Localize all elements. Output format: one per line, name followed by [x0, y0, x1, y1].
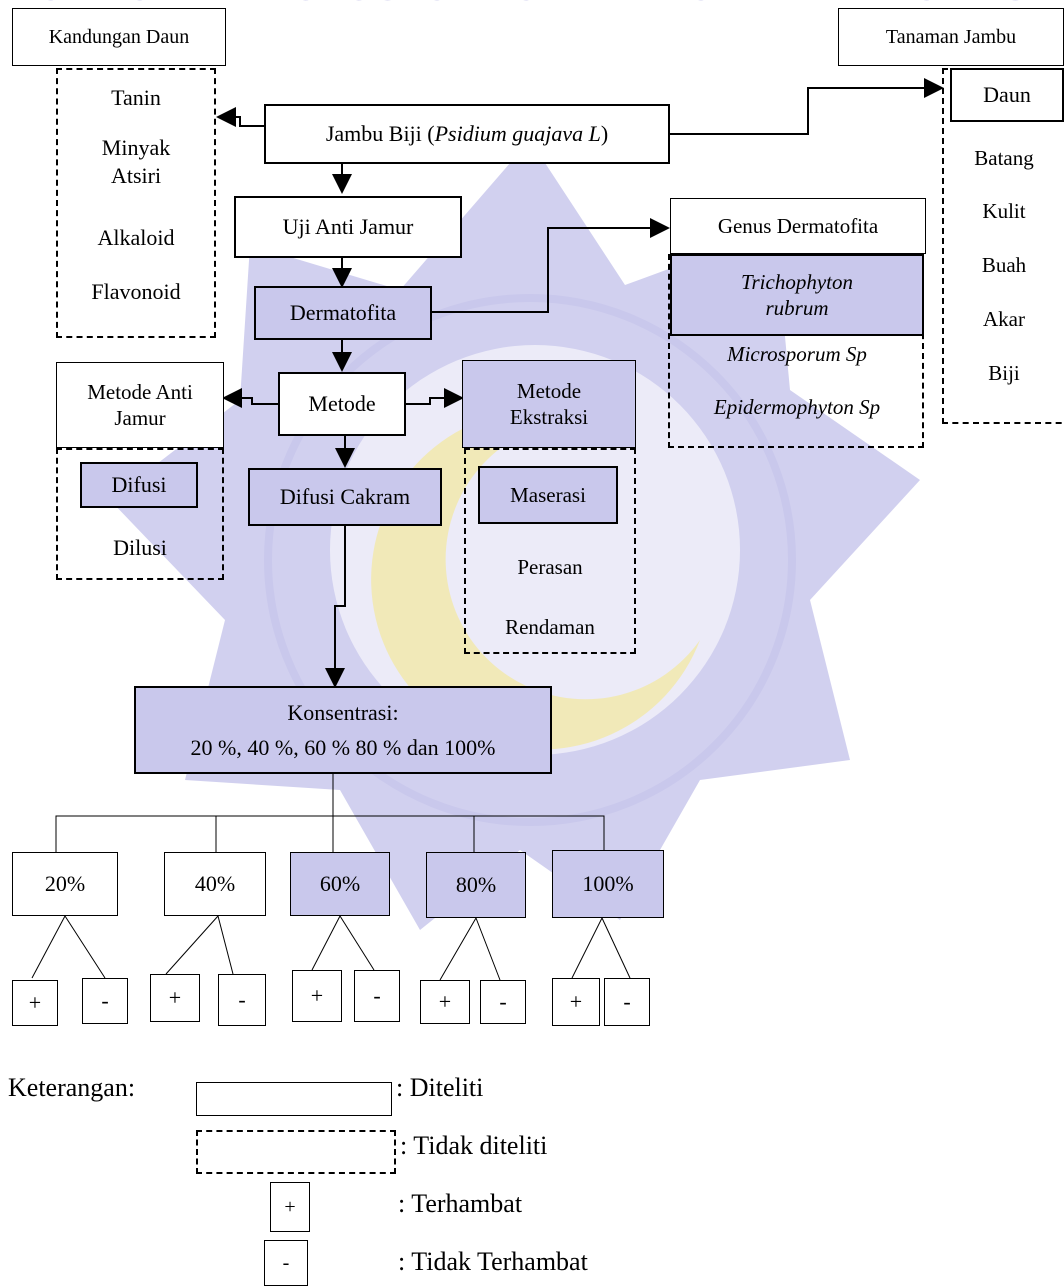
level-text: 60%	[319, 871, 361, 897]
watermark-ring	[264, 294, 796, 826]
metode-ekstraksi-title: Metode Ekstraksi	[462, 360, 636, 448]
konsentrasi-box: Konsentrasi: 20 %, 40 %, 60 % 80 % dan 1…	[134, 686, 552, 774]
result-plus-box: +	[420, 980, 470, 1024]
result-plus-text: +	[168, 985, 182, 1011]
result-minus-text: -	[101, 988, 109, 1014]
tanaman-item: Buah	[981, 253, 1027, 277]
root-prefix: Jambu Biji (	[325, 121, 435, 147]
metode-ekstraksi-selected: Maserasi	[478, 466, 618, 524]
level-box: 20%	[12, 852, 118, 916]
tanaman-selected: Daun	[950, 68, 1064, 122]
kandungan-list	[56, 68, 216, 338]
result-plus-box: +	[150, 974, 200, 1022]
genus-item: Epidermophyton Sp	[713, 395, 881, 419]
tanaman-item: Batang	[974, 146, 1034, 170]
legend-plus-text: : Terhambat	[398, 1189, 523, 1218]
metode-anti-jamur-title: Metode Anti Jamur	[56, 362, 224, 448]
result-plus-text: +	[438, 989, 452, 1015]
level-box: 80%	[426, 852, 526, 918]
result-plus-box: +	[552, 978, 600, 1026]
watermark-text: INSTITUT TEKNOLOGI SAINS DAN KESEHATAN I…	[0, 0, 1064, 8]
uji-anti-jamur-box: Uji Anti Jamur	[234, 196, 462, 258]
result-minus-box: -	[604, 978, 650, 1026]
result-plus-text: +	[310, 983, 324, 1009]
genus-selected: Trichophyton rubrum	[670, 254, 924, 336]
tanaman-item: Biji	[988, 361, 1020, 385]
root-species: Psidium guajava L	[434, 121, 601, 147]
tanaman-item: Akar	[983, 307, 1025, 331]
metode-anti-jamur-title-text: Metode Anti Jamur	[87, 379, 193, 430]
level-box: 60%	[290, 852, 390, 916]
metode-ekstraksi-list	[464, 448, 636, 654]
metode-anti-jamur-selected: Difusi	[80, 462, 198, 508]
metode-ekstraksi-item: Rendaman	[505, 615, 595, 639]
kandungan-item: Flavonoid	[91, 279, 181, 304]
konsentrasi-values: 20 %, 40 %, 60 % 80 % dan 100%	[190, 735, 496, 760]
level-text: 100%	[582, 871, 634, 897]
tanaman-title-text: Tanaman Jambu	[885, 25, 1017, 48]
tanaman-selected-text: Daun	[983, 82, 1031, 108]
dermatofita-text: Dermatofita	[289, 300, 397, 326]
legend-dashed-swatch	[196, 1130, 396, 1174]
legend-minus-text: : Tidak Terhambat	[398, 1247, 588, 1276]
level-text: 40%	[194, 871, 236, 897]
result-minus-box: -	[218, 974, 266, 1026]
legend-minus-symbol: -	[282, 1251, 290, 1274]
difusi-cakram-box: Difusi Cakram	[248, 468, 442, 526]
legend-plus-swatch: +	[270, 1182, 310, 1232]
metode-ekstraksi-item: Perasan	[517, 555, 583, 579]
metode-text: Metode	[308, 391, 376, 417]
result-minus-box: -	[480, 980, 526, 1024]
kandungan-item: Alkaloid	[97, 225, 175, 250]
result-minus-text: -	[623, 989, 631, 1015]
legend-plus-symbol: +	[284, 1195, 296, 1218]
metode-ekstraksi-title-text: Metode Ekstraksi	[509, 378, 589, 429]
root-box: Jambu Biji ( Psidium guajava L )	[264, 104, 670, 164]
uji-anti-jamur-text: Uji Anti Jamur	[282, 214, 414, 240]
result-minus-box: -	[82, 978, 128, 1024]
kandungan-title: Kandungan Daun	[12, 8, 226, 66]
genus-selected-text: Trichophyton rubrum	[740, 269, 853, 320]
level-box: 100%	[552, 850, 664, 918]
result-minus-box: -	[354, 970, 400, 1022]
watermark-crescent	[371, 409, 700, 750]
level-text: 20%	[44, 871, 86, 897]
genus-title: Genus Dermatofita	[670, 198, 926, 254]
metode-box: Metode	[278, 372, 406, 436]
konsentrasi-label: Konsentrasi:	[287, 699, 399, 725]
difusi-cakram-text: Difusi Cakram	[279, 484, 411, 510]
metode-anti-jamur-selected-text: Difusi	[111, 472, 167, 498]
metode-anti-jamur-item: Dilusi	[113, 535, 167, 560]
level-text: 80%	[455, 872, 497, 898]
result-minus-text: -	[499, 989, 507, 1015]
legend-solid-swatch	[196, 1082, 392, 1116]
result-plus-box: +	[12, 980, 58, 1026]
result-plus-box: +	[292, 970, 342, 1022]
tanaman-title: Tanaman Jambu	[838, 8, 1064, 66]
legend-solid-text: : Diteliti	[396, 1073, 484, 1102]
kandungan-title-text: Kandungan Daun	[48, 25, 190, 48]
kandungan-item: Tanin	[111, 85, 161, 110]
legend-minus-swatch: -	[264, 1240, 308, 1286]
metode-anti-jamur-list	[56, 448, 224, 580]
genus-title-text: Genus Dermatofita	[717, 213, 879, 238]
result-minus-text: -	[373, 983, 381, 1009]
result-plus-text: +	[569, 989, 583, 1015]
metode-ekstraksi-selected-text: Maserasi	[510, 482, 586, 507]
legend-title: Keterangan:	[8, 1073, 136, 1102]
level-box: 40%	[164, 852, 266, 916]
legend-dashed-text: : Tidak diteliti	[400, 1131, 548, 1160]
root-suffix: )	[600, 121, 609, 147]
tanaman-item: Kulit	[982, 199, 1026, 223]
genus-item: Microsporum Sp	[727, 342, 867, 366]
result-minus-text: -	[238, 987, 246, 1013]
result-plus-text: +	[28, 990, 42, 1016]
kandungan-item: Minyak Atsiri	[101, 135, 171, 188]
dermatofita-box: Dermatofita	[254, 286, 432, 340]
